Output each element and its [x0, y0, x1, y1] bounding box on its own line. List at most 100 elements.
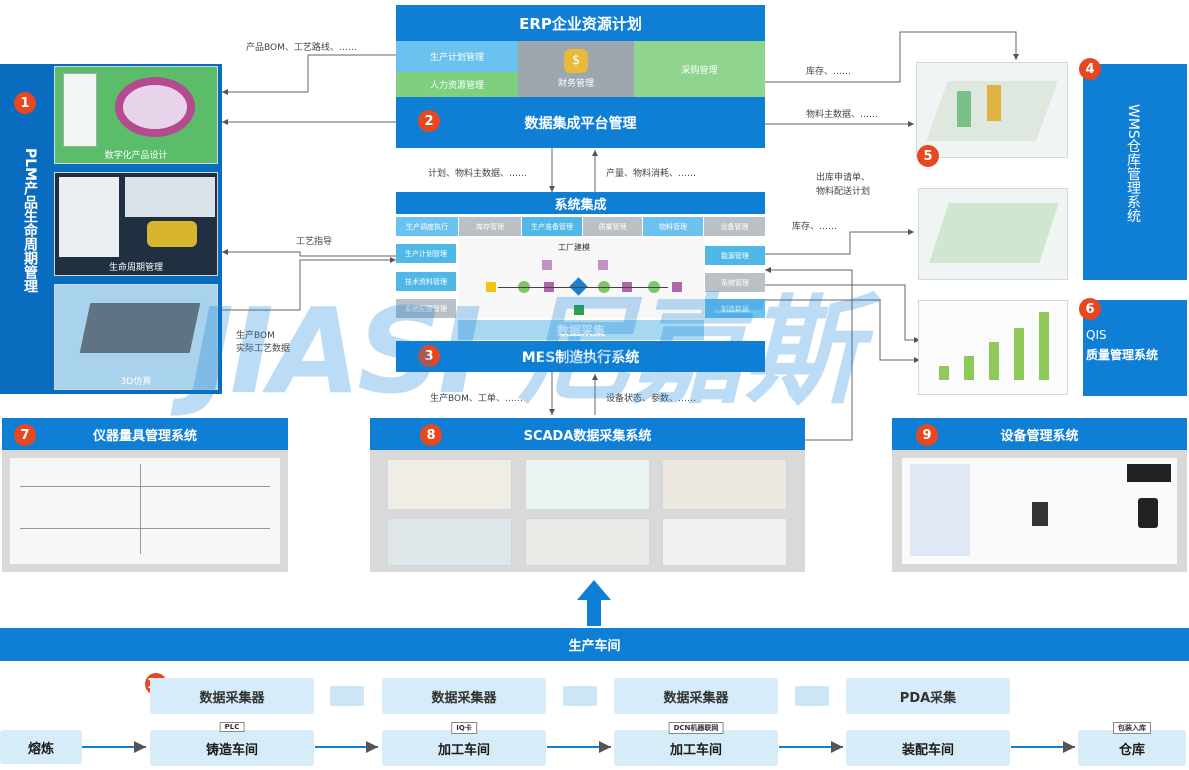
flow-stock-top: 库存、…… [806, 67, 852, 77]
module-quality[interactable]: 质量管理 [583, 217, 642, 236]
badge-9: 9 [916, 424, 938, 446]
flow-prod-bom-1: 生产BOM [236, 331, 275, 341]
badge-4: 4 [1079, 58, 1101, 80]
instrument-body [2, 450, 288, 572]
data-collect-bar[interactable]: 数据采集 [458, 320, 704, 340]
erp-title: ERP企业资源计划 [519, 14, 642, 33]
module-system[interactable]: 系统管理 [705, 273, 765, 292]
module-dispatch[interactable]: 生产调度执行 [396, 217, 458, 236]
module-energy[interactable]: 能源管理 [705, 246, 765, 265]
wms-title-text: WMS仓库管理系统 [1125, 104, 1141, 223]
sys-integration-header[interactable]: 系统集成 [396, 192, 765, 214]
data-collect-label: 数据采集 [556, 323, 605, 338]
module-inventory[interactable]: 库存管理 [459, 217, 521, 236]
workshop-header[interactable]: 生产车间 [0, 628, 1189, 661]
stage-assembly[interactable]: 装配车间 [846, 730, 1010, 766]
wms-warehouse-image-1 [916, 62, 1068, 158]
stage-machining-1-label: 加工车间 [437, 742, 490, 758]
equipment-header[interactable]: 设备管理系统 [892, 418, 1187, 450]
badge-7: 7 [14, 424, 36, 446]
flow-process-guide: 工艺指导 [296, 237, 333, 247]
flow-outbound-1: 出库申请单、 [816, 173, 871, 183]
instrument-header[interactable]: 仪器量具管理系统 [2, 418, 288, 450]
scada-image-5 [525, 518, 650, 566]
collector-1[interactable]: 数据采集器 [150, 678, 314, 714]
collector-4[interactable]: PDA采集 [846, 678, 1010, 714]
instrument-network-image [10, 458, 280, 564]
mes-title: MES制造执行系统 [521, 349, 640, 366]
flow-prod-bom-2: 实际工艺数据 [236, 344, 291, 354]
module-material[interactable]: 物料管理 [643, 217, 703, 236]
badge-1: 1 [14, 92, 36, 114]
erp-prod-plan-label: 生产计划管理 [429, 53, 484, 63]
erp-hr[interactable]: 人力资源管理 [396, 72, 518, 97]
flow-bom-order: 生产BOM、工单、…… [430, 394, 523, 404]
flow-node [542, 260, 552, 270]
stage-warehouse[interactable]: 包装入库 仓库 [1078, 722, 1186, 766]
workshop-title: 生产车间 [568, 639, 621, 654]
flow-node [672, 282, 682, 292]
module-tech-docs[interactable]: 技术资料管理 [396, 272, 456, 291]
flow-node [598, 260, 608, 270]
erp-purchase[interactable]: 采购管理 [634, 41, 765, 97]
scada-header[interactable]: SCADA数据采集系统 [370, 418, 805, 450]
plm-3d-label: 3D仿真 [120, 376, 152, 387]
badge-2: 2 [418, 110, 440, 132]
badge-8: 8 [420, 424, 442, 446]
badge-6: 6 [1079, 298, 1101, 320]
stage-casting[interactable]: PLC 铸造车间 [150, 722, 314, 766]
module-equipment[interactable]: 设备管理 [704, 217, 765, 236]
mes-header[interactable]: MES制造执行系统 [396, 341, 765, 372]
wms-panel[interactable] [1083, 64, 1187, 280]
plm-lifecycle-label: 生命周期管理 [108, 262, 163, 273]
stage-machining-2[interactable]: DCN机器联网 加工车间 [614, 722, 778, 766]
module-mfg-data[interactable]: 制造数据 [705, 299, 765, 318]
module-config[interactable]: 系统配置管理 [396, 299, 456, 318]
flow-output-consume: 产量、物料消耗、…… [606, 169, 697, 179]
truck-icon [795, 686, 829, 706]
plm-3d-image: 3D仿真 [54, 284, 218, 390]
collector-3[interactable]: 数据采集器 [614, 678, 778, 714]
erp-prod-plan[interactable]: 生产计划管理 [396, 41, 518, 72]
equipment-body [892, 450, 1187, 572]
scada-image-3 [662, 459, 787, 510]
plm-title: PLM产品生命周期管理 [18, 148, 38, 293]
plm-design-label: 数字化产品设计 [104, 150, 168, 161]
erp-finance[interactable]: $ 财务管理 [518, 41, 634, 97]
stage-smelting[interactable]: 熔炼 [0, 730, 82, 764]
qis-chart-image [918, 300, 1068, 395]
flow-device-status: 设备状态、参数、…… [606, 394, 697, 404]
stage-machining-2-label: 加工车间 [669, 742, 722, 758]
watermark-text: JIASI 尼嘉斯 [190, 282, 861, 420]
integration-title: 数据集成平台管理 [524, 115, 637, 132]
plm-design-image: 数字化产品设计 [54, 66, 218, 164]
stage-machining-1[interactable]: IQ卡 加工车间 [382, 722, 546, 766]
factory-model-area: 工厂建模 [458, 238, 704, 318]
scada-body [370, 450, 805, 572]
scada-image-1 [387, 459, 512, 510]
stage-casting-label: 铸造车间 [205, 742, 258, 758]
qis-panel[interactable] [1083, 300, 1187, 396]
equipment-network-image [902, 458, 1177, 564]
module-prep[interactable]: 生产准备管理 [522, 217, 582, 236]
collector-4-label: PDA采集 [899, 690, 957, 706]
up-arrow-shape [577, 580, 611, 626]
erp-purchase-label: 采购管理 [681, 65, 718, 76]
collector-2-label: 数据采集器 [431, 690, 497, 706]
flow-stock-mid: 库存、…… [792, 222, 838, 232]
instrument-title: 仪器量具管理系统 [92, 428, 197, 444]
collector-1-label: 数据采集器 [199, 690, 265, 706]
wms-warehouse-image-2 [918, 188, 1068, 280]
collector-3-label: 数据采集器 [663, 690, 729, 706]
erp-finance-label: 财务管理 [557, 79, 594, 89]
qis-title-1: QIS [1086, 328, 1107, 342]
integration-platform[interactable]: 数据集成平台管理 [396, 97, 765, 148]
flow-plan-material: 计划、物料主数据、…… [428, 169, 528, 179]
collector-2[interactable]: 数据采集器 [382, 678, 546, 714]
plm-lifecycle-image: 生命周期管理 [54, 172, 218, 276]
stage-smelting-label: 熔炼 [27, 741, 54, 757]
sys-integration-title: 系统集成 [554, 197, 607, 213]
erp-header[interactable]: ERP企业资源计划 [396, 5, 765, 41]
scada-title: SCADA数据采集系统 [523, 428, 652, 444]
module-prod-plan[interactable]: 生产计划管理 [396, 244, 456, 263]
